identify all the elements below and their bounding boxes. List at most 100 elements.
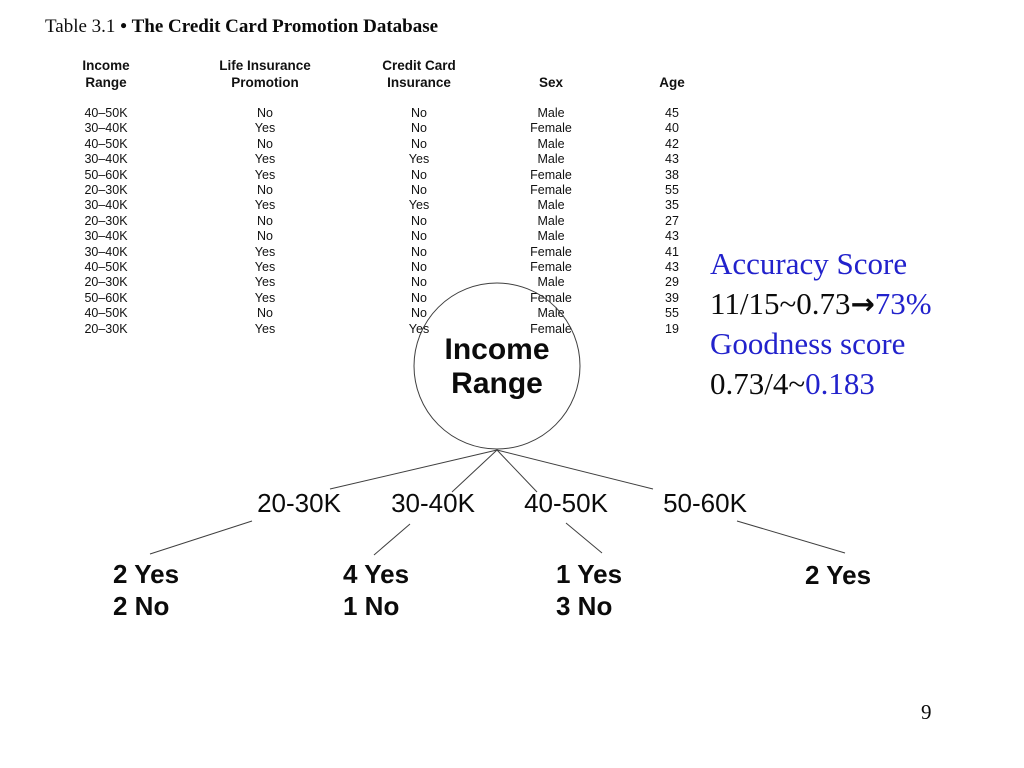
table-cell: No bbox=[257, 136, 273, 151]
root-label-line: Range bbox=[451, 367, 543, 400]
table-cell: 40–50K bbox=[84, 106, 128, 120]
table-cell: 30–40K bbox=[84, 198, 128, 213]
branch-label-20-30k: 20-30K bbox=[257, 488, 341, 518]
header-line: Insurance bbox=[387, 74, 451, 90]
goodness-score-label: Goodness score bbox=[710, 326, 906, 361]
table-cell: Male bbox=[537, 136, 565, 151]
table-cell: Yes bbox=[408, 198, 430, 213]
table-cell: No bbox=[411, 306, 427, 321]
table-cell: 20–30K bbox=[84, 321, 128, 336]
header-line: Range bbox=[85, 74, 127, 90]
table-cell: 20–30K bbox=[84, 183, 128, 198]
header-line: Income bbox=[82, 58, 130, 73]
table-row: 40–50K No No Male 55 bbox=[36, 306, 726, 321]
table-cell: Yes bbox=[254, 290, 276, 305]
tree-edge-20-30k-to-leaf bbox=[149, 520, 253, 555]
branch-label-30-40k: 30-40K bbox=[391, 488, 475, 518]
table-cell: No bbox=[411, 290, 427, 305]
table-cell: 20–30K bbox=[84, 213, 128, 228]
right-arrow-icon: → bbox=[850, 287, 875, 321]
table-cell: No bbox=[411, 167, 427, 182]
table-cell: Yes bbox=[254, 275, 276, 290]
table-cell: 30–40K bbox=[84, 244, 128, 259]
leaf-count-line: 1 Yes bbox=[556, 559, 623, 589]
tree-edge-root-to-20-30k bbox=[329, 449, 498, 490]
table-title-text: The Credit Card Promotion Database bbox=[131, 16, 439, 37]
table-cell: Yes bbox=[254, 260, 276, 275]
tree-edge-30-40k-to-leaf bbox=[373, 523, 411, 556]
leaf-counts-30-40k: 4 Yes 1 No bbox=[343, 559, 409, 622]
table-cell: Female bbox=[530, 183, 572, 198]
table-cell: Yes bbox=[254, 152, 276, 167]
table-cell: 39 bbox=[665, 290, 679, 305]
title-bullet: • bbox=[120, 16, 127, 37]
table-cell: No bbox=[257, 306, 273, 321]
header-line: Promotion bbox=[231, 74, 299, 90]
table-cell: 35 bbox=[665, 198, 679, 213]
slide-title: Table 3.1 • The Credit Card Promotion Da… bbox=[45, 16, 438, 38]
table-cell: 40–50K bbox=[84, 306, 128, 321]
header-income-range: Income Range bbox=[36, 57, 176, 91]
header-credit-card-insurance: Credit Card Insurance bbox=[354, 57, 484, 91]
table-cell: Male bbox=[537, 152, 565, 167]
table-cell: Male bbox=[537, 275, 565, 290]
goodness-result: 0.183 bbox=[805, 366, 875, 401]
table-cell: No bbox=[411, 213, 427, 228]
table-cell: No bbox=[411, 275, 427, 290]
score-annotation: Accuracy Score 11/15~0.73→73% Goodness s… bbox=[710, 244, 932, 404]
table-cell: 30–40K bbox=[84, 229, 128, 244]
leaf-count-line: 4 Yes bbox=[343, 559, 410, 589]
table-cell: 40–50K bbox=[84, 136, 128, 151]
table-cell: 19 bbox=[665, 321, 679, 336]
table-cell: 30–40K bbox=[84, 121, 128, 136]
root-label-line: Income bbox=[444, 333, 550, 366]
header-life-insurance-promotion: Life Insurance Promotion bbox=[176, 57, 354, 91]
leaf-count-line: 2 Yes bbox=[805, 560, 872, 590]
table-cell: No bbox=[257, 229, 273, 244]
table-cell: Female bbox=[530, 121, 572, 136]
header-sex: Sex bbox=[484, 57, 618, 91]
table-cell: Female bbox=[530, 167, 572, 182]
table-cell: 50–60K bbox=[84, 290, 128, 305]
tree-edge-40-50k-to-leaf bbox=[565, 522, 603, 554]
table-cell: Female bbox=[530, 260, 572, 275]
table-cell: Yes bbox=[408, 152, 430, 167]
table-cell: Male bbox=[537, 229, 565, 244]
table-cell: 55 bbox=[665, 183, 679, 198]
table-cell: 29 bbox=[665, 275, 679, 290]
table-cell: No bbox=[411, 121, 427, 136]
table-cell: 55 bbox=[665, 306, 679, 321]
leaf-count-line: 2 No bbox=[113, 590, 170, 621]
goodness-value: 0.73/4~ bbox=[710, 366, 806, 401]
accuracy-score-calc: 11/15~0.73→73% bbox=[710, 284, 932, 324]
table-cell: No bbox=[257, 106, 273, 120]
table-cell: No bbox=[257, 183, 273, 198]
header-line: Credit Card bbox=[382, 58, 456, 73]
table-cell: No bbox=[411, 106, 427, 120]
tree-edge-root-to-40-50k bbox=[496, 449, 538, 493]
table-cell: Male bbox=[537, 306, 565, 321]
accuracy-value: 11/15~0.73 bbox=[710, 286, 851, 321]
table-cell: 45 bbox=[665, 106, 679, 120]
table-cell: Yes bbox=[254, 121, 276, 136]
table-cell: Yes bbox=[254, 167, 276, 182]
table-cell: 43 bbox=[665, 229, 679, 244]
goodness-score-calc: 0.73/4~0.183 bbox=[710, 364, 932, 404]
table-cell: Yes bbox=[254, 198, 276, 213]
table-cell: Yes bbox=[254, 244, 276, 259]
table-cell: 43 bbox=[665, 260, 679, 275]
page-number: 9 bbox=[921, 700, 932, 724]
leaf-count-line: 3 No bbox=[556, 590, 613, 621]
header-line: Age bbox=[659, 74, 685, 90]
tree-edge-50-60k-to-leaf bbox=[736, 520, 846, 554]
